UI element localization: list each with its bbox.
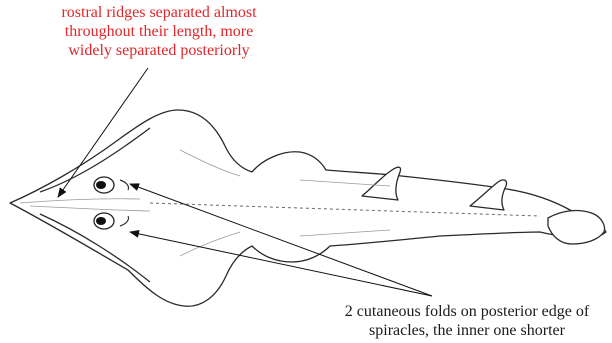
caudal-fin bbox=[548, 211, 605, 244]
annotation-spiracle-folds: 2 cutaneous folds on posterior edge of s… bbox=[322, 302, 612, 340]
annotation-line: widely separated posteriorly bbox=[0, 41, 318, 60]
annotation-line: throughout their length, more bbox=[0, 22, 318, 41]
annotation-line: rostral ridges separated almost bbox=[0, 3, 318, 22]
annotation-rostral-ridges: rostral ridges separated almost througho… bbox=[0, 3, 318, 60]
annotation-line: 2 cutaneous folds on posterior edge of bbox=[322, 302, 612, 321]
annotation-line: spiracles, the inner one shorter bbox=[322, 321, 612, 340]
